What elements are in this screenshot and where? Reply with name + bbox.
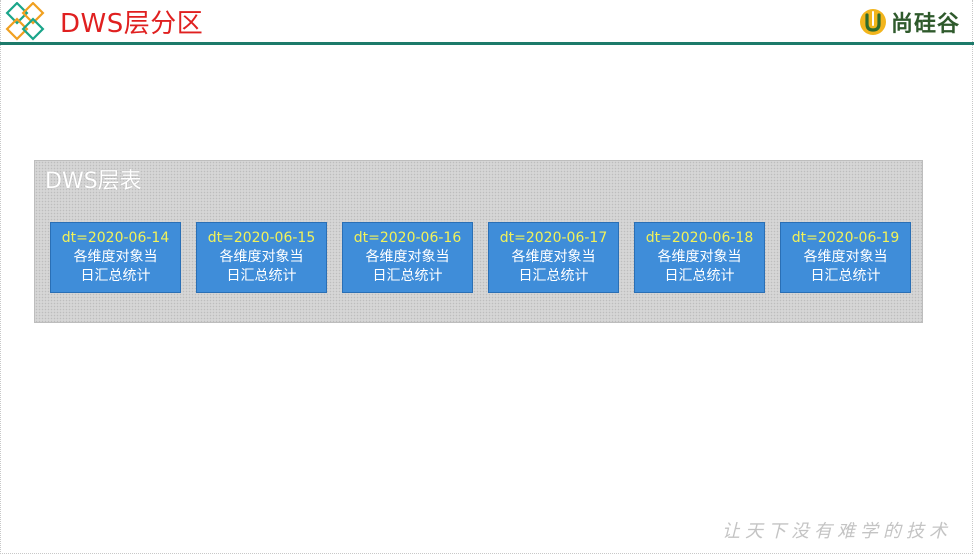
partition-date: dt=2020-06-16 [353, 230, 462, 246]
header-divider [0, 42, 974, 45]
partition-date: dt=2020-06-14 [61, 230, 170, 246]
partition-description: 各维度对象当 日汇总统计 [219, 249, 304, 284]
header: DWS层分区 尚硅谷 [0, 0, 974, 45]
partition-description: 各维度对象当 日汇总统计 [657, 249, 742, 284]
partition-description: 各维度对象当 日汇总统计 [511, 249, 596, 284]
partition-description: 各维度对象当 日汇总统计 [365, 249, 450, 284]
partition-box: dt=2020-06-15 各维度对象当 日汇总统计 [196, 222, 327, 293]
partition-description: 各维度对象当 日汇总统计 [803, 249, 888, 284]
diamond-logo-icon [5, 2, 45, 41]
partition-box: dt=2020-06-14 各维度对象当 日汇总统计 [50, 222, 181, 293]
brand-logo: 尚硅谷 [858, 6, 960, 38]
partition-date: dt=2020-06-17 [499, 230, 608, 246]
panel-title: DWS层表 [45, 169, 142, 194]
dws-table-panel: DWS层表 dt=2020-06-14 各维度对象当 日汇总统计 dt=2020… [34, 160, 923, 323]
partition-date: dt=2020-06-18 [645, 230, 754, 246]
partition-box: dt=2020-06-19 各维度对象当 日汇总统计 [780, 222, 911, 293]
brand-u-icon [859, 9, 886, 35]
partition-date: dt=2020-06-19 [791, 230, 900, 246]
partition-box: dt=2020-06-17 各维度对象当 日汇总统计 [488, 222, 619, 293]
footer-slogan: 让天下没有难学的技术 [722, 521, 952, 542]
partition-date: dt=2020-06-15 [207, 230, 316, 246]
brand-name: 尚硅谷 [890, 12, 960, 37]
page-title: DWS层分区 [60, 9, 204, 39]
partition-box: dt=2020-06-16 各维度对象当 日汇总统计 [342, 222, 473, 293]
partition-description: 各维度对象当 日汇总统计 [73, 249, 158, 284]
partition-box: dt=2020-06-18 各维度对象当 日汇总统计 [634, 222, 765, 293]
